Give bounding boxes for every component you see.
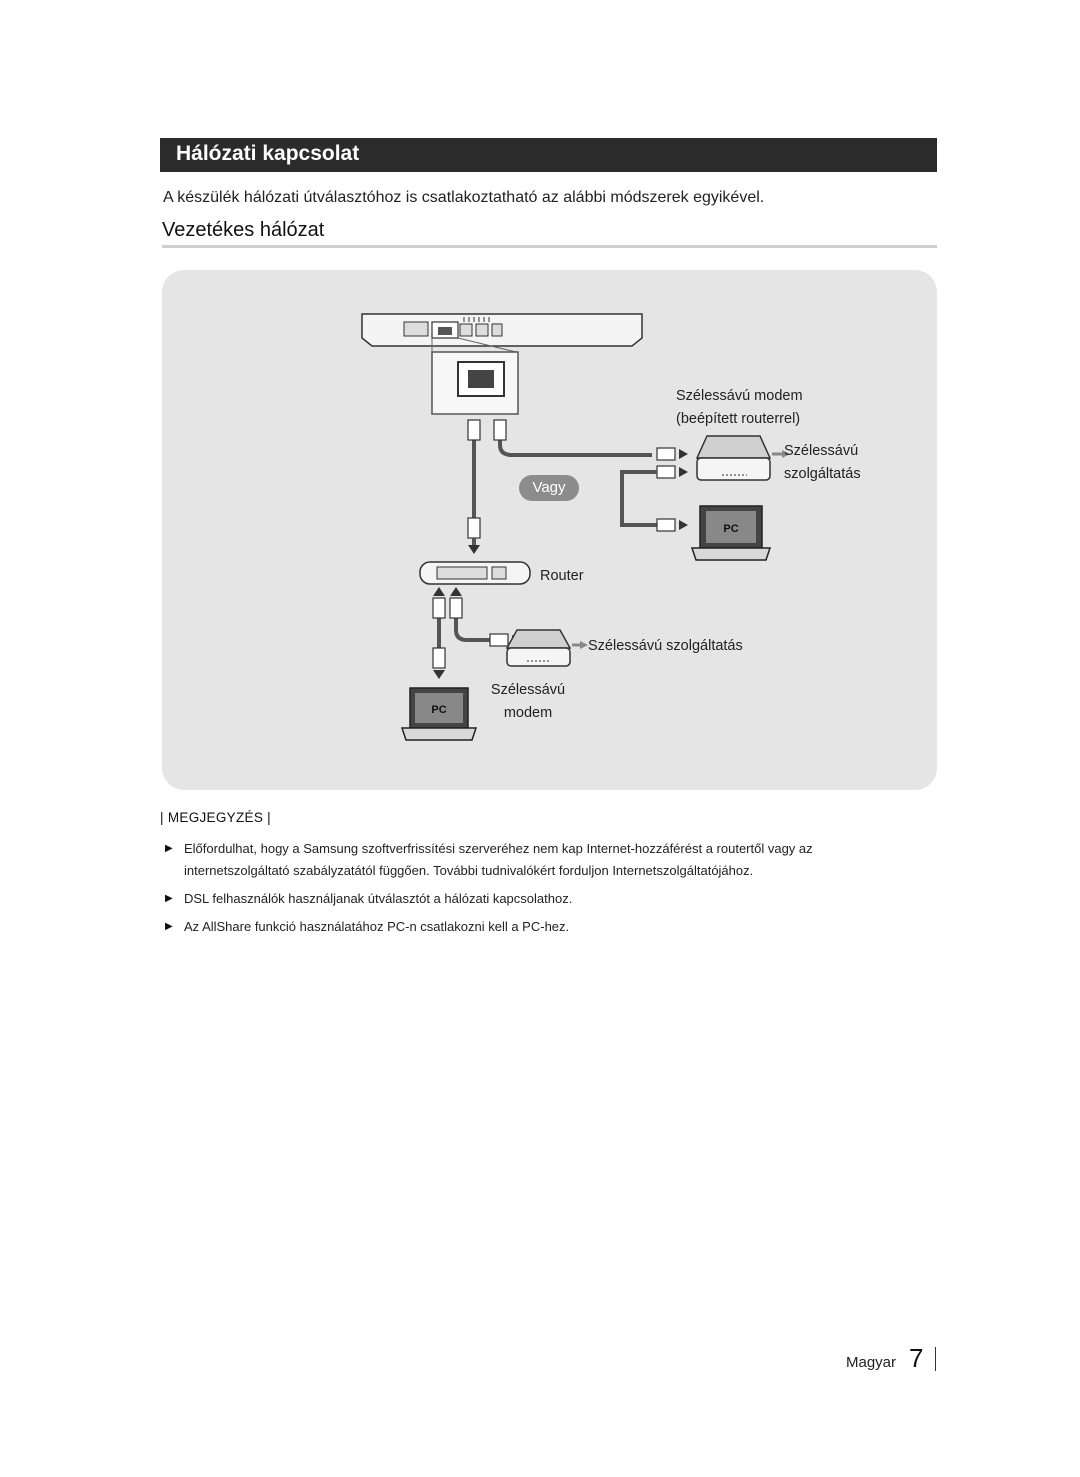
bullet-icon: ▶ [165, 893, 173, 904]
laptop-pc-top-icon: PC [690, 505, 772, 561]
broadband-modem-label-line1: Szélessávú [490, 682, 566, 698]
bullet-icon: ▶ [165, 921, 173, 932]
label-broadband-service-top-line1: Szélessávú [784, 443, 859, 459]
broadband-modem-icon [505, 629, 572, 667]
bullet-icon: ▶ [165, 843, 173, 854]
or-badge: Vagy [519, 475, 579, 501]
intro-text: A készülék hálózati útválasztóhoz is csa… [163, 189, 765, 206]
broadband-modem-label-line2: modem [503, 705, 553, 721]
label-modem-router-line1: Szélessávú modem [676, 388, 803, 404]
note-text: Az AllShare funkció használatához PC-n c… [184, 919, 570, 934]
note-item: ▶ DSL felhasználók használjanak útválasz… [165, 888, 885, 910]
subheading: Vezetékes hálózat [162, 219, 325, 241]
section-title: Hálózati kapcsolat [176, 142, 360, 165]
laptop-pc-bottom-icon: PC [400, 687, 478, 741]
router-icon [419, 561, 531, 585]
player-rear-panel-icon [361, 313, 643, 347]
note-text: DSL felhasználók használjanak útválasztó… [184, 891, 573, 906]
footer-language: Magyar [846, 1354, 897, 1371]
label-broadband-service-top-line2: szolgáltatás [784, 466, 861, 482]
page-number: 7 [909, 1343, 924, 1373]
diagram-drawing: PC PC [361, 313, 790, 741]
section-title-bar: Hálózati kapcsolat [160, 138, 937, 172]
broadband-service-bottom-label: Szélessávú szolgáltatás [588, 638, 743, 654]
pc-label-top: PC [723, 523, 738, 535]
footer-divider [935, 1347, 936, 1371]
note-list: ▶ Előfordulhat, hogy a Samsung szoftverf… [165, 838, 885, 944]
note-heading: | MEGJEGYZÉS | [160, 810, 271, 825]
note-item: ▶ Előfordulhat, hogy a Samsung szoftverf… [165, 838, 885, 882]
note-text: Előfordulhat, hogy a Samsung szoftverfri… [184, 841, 813, 878]
network-diagram: PC PC Szélessávú modem [162, 270, 937, 790]
label-modem-router-line2: (beépített routerrel) [676, 411, 801, 427]
note-item: ▶ Az AllShare funkció használatához PC-n… [165, 916, 885, 938]
router-label: Router [540, 568, 584, 584]
pc-label-bottom: PC [431, 704, 446, 716]
modem-with-router-icon [695, 435, 772, 481]
subheading-rule [162, 245, 937, 248]
